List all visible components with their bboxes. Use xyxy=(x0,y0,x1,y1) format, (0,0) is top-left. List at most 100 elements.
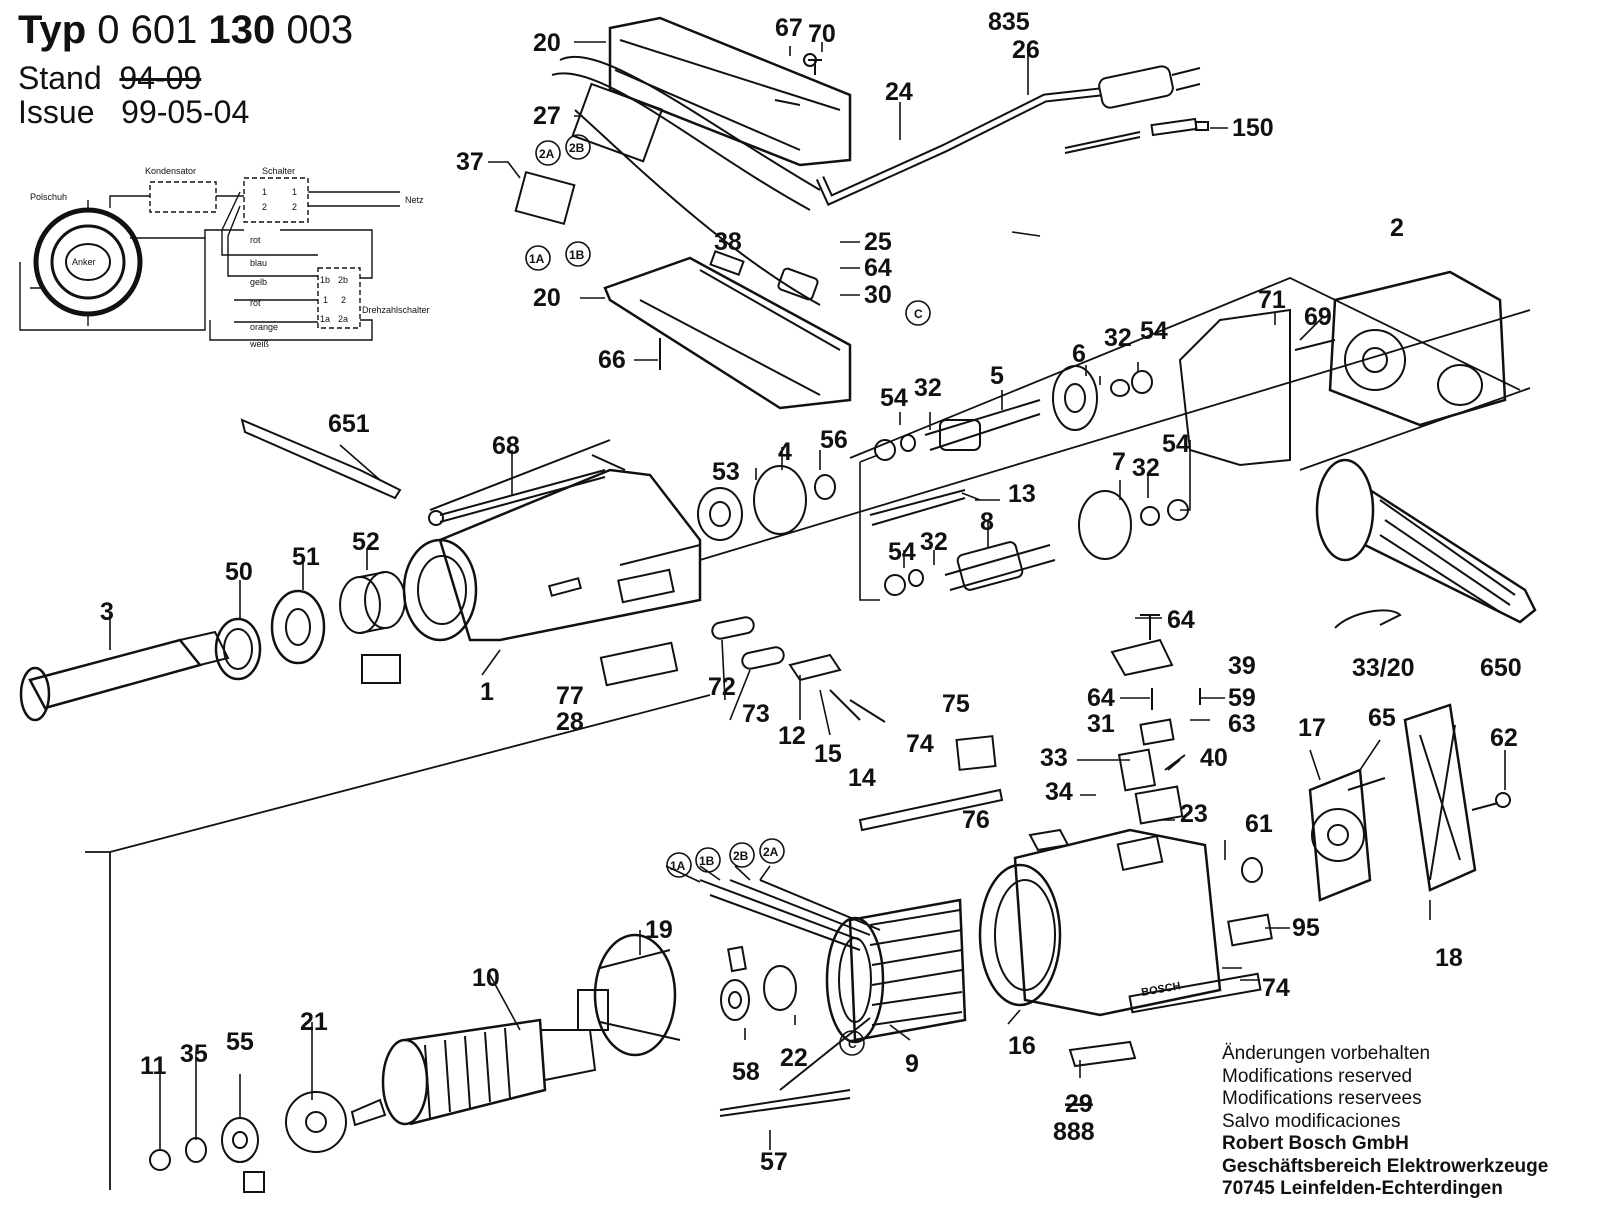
rotor-assembly xyxy=(149,933,797,1193)
terminal-6: 2b xyxy=(338,275,348,285)
part-label-1: 1 xyxy=(480,678,494,706)
type-part-1: 0 601 xyxy=(97,8,198,52)
terminal-5: 1b xyxy=(320,275,330,285)
part-label-6: 6 xyxy=(1072,340,1086,368)
gear-housing xyxy=(1178,270,1507,467)
part-label-7: 7 xyxy=(1112,448,1126,476)
part-label-30: 30 xyxy=(864,281,892,309)
part-label-835: 835 xyxy=(988,8,1030,36)
part-label-74a: 74 xyxy=(906,730,934,758)
notice-line-6: Geschäftsbereich Elektrowerkzeuge xyxy=(1222,1155,1549,1177)
part-label-24: 24 xyxy=(885,78,913,106)
part-label-26: 26 xyxy=(1012,36,1040,64)
terminal-9: 1a xyxy=(320,314,330,324)
part-label-3320: 33/20 xyxy=(1352,654,1415,682)
part-label-20b: 20 xyxy=(533,284,561,312)
circle-label-1a-top: 1A xyxy=(529,252,545,266)
wire-label-1: rot xyxy=(250,235,261,245)
stator xyxy=(699,879,967,1117)
wire-label-5: orange xyxy=(250,322,278,332)
part-label-32c: 32 xyxy=(1132,454,1160,482)
part-label-75: 75 xyxy=(942,690,970,718)
part-label-72: 72 xyxy=(708,673,736,701)
terminal-3: 2 xyxy=(262,202,267,212)
part-label-51: 51 xyxy=(292,543,320,571)
part-label-33: 33 xyxy=(1040,744,1068,772)
part-label-63: 63 xyxy=(1228,710,1256,738)
part-label-150: 150 xyxy=(1232,114,1274,142)
notice-line-3: Modifications reservees xyxy=(1222,1088,1422,1109)
part-label-54b: 54 xyxy=(880,384,908,412)
part-label-22: 22 xyxy=(780,1044,808,1072)
part-label-27: 27 xyxy=(533,102,561,130)
part-label-17: 17 xyxy=(1298,714,1326,742)
part-label-61: 61 xyxy=(1245,810,1273,838)
part-label-10: 10 xyxy=(472,964,500,992)
part-label-53: 53 xyxy=(712,458,740,486)
side-handle xyxy=(1315,458,1537,629)
terminal-4: 2 xyxy=(292,202,297,212)
part-label-64a: 64 xyxy=(864,254,892,282)
wiring-diagram xyxy=(19,177,400,341)
stand-value: 94-09 xyxy=(119,60,202,96)
anker-label: Anker xyxy=(72,257,96,267)
part-label-68: 68 xyxy=(492,432,520,460)
terminal-10: 2a xyxy=(338,314,348,324)
wiring-labels: Kondensator Schalter Polschuh Anker Netz… xyxy=(30,166,430,349)
part-label-9: 9 xyxy=(905,1050,919,1078)
part-label-31: 31 xyxy=(1087,710,1115,738)
rear-cover-parts xyxy=(1241,703,1511,902)
part-label-38: 38 xyxy=(714,228,742,256)
switch-parts xyxy=(599,616,886,723)
part-label-16: 16 xyxy=(1008,1032,1036,1060)
part-label-651: 651 xyxy=(328,410,370,438)
terminal-2: 1 xyxy=(292,187,297,197)
part-label-64b: 64 xyxy=(1167,606,1195,634)
modification-notice: Änderungen vorbehalten Modifications res… xyxy=(1222,1043,1548,1201)
part-label-650: 650 xyxy=(1480,654,1522,682)
part-label-73: 73 xyxy=(742,700,770,728)
stand-line: Stand 94-09 xyxy=(18,60,201,97)
callout-circles xyxy=(525,134,931,1056)
part-label-18: 18 xyxy=(1435,944,1463,972)
wire-label-2: blau xyxy=(250,258,267,268)
circle-label-1b-bottom: 1B xyxy=(699,854,715,868)
circle-label-c-bottom: C xyxy=(848,1037,857,1051)
part-label-50: 50 xyxy=(225,558,253,586)
circle-label-1a-bottom: 1A xyxy=(670,859,686,873)
part-label-4: 4 xyxy=(778,438,792,466)
part-label-67: 67 xyxy=(775,14,803,42)
part-label-56: 56 xyxy=(820,426,848,454)
part-label-74b: 74 xyxy=(1262,974,1290,1002)
polschuh-label: Polschuh xyxy=(30,192,67,202)
part-label-12: 12 xyxy=(778,722,806,750)
part-label-888: 888 xyxy=(1053,1118,1095,1146)
stand-label: Stand xyxy=(18,60,102,96)
notice-line-4: Salvo modificaciones xyxy=(1222,1110,1401,1132)
notice-line-1: Änderungen vorbehalten xyxy=(1222,1043,1431,1064)
part-label-34: 34 xyxy=(1045,778,1073,806)
part-label-28: 28 xyxy=(556,708,584,736)
type-part-2: 130 xyxy=(208,8,276,52)
part-label-77: 77 xyxy=(556,682,584,710)
handle-assembly xyxy=(514,16,852,410)
power-cord xyxy=(815,65,1209,206)
part-label-3: 3 xyxy=(100,598,114,626)
part-label-20a: 20 xyxy=(533,29,561,57)
brand-plate-text: BOSCH xyxy=(1140,980,1181,999)
part-label-52: 52 xyxy=(352,528,380,556)
part-label-65: 65 xyxy=(1368,704,1396,732)
motor-housing xyxy=(978,828,1273,1068)
part-label-5: 5 xyxy=(990,362,1004,390)
part-label-32b: 32 xyxy=(914,374,942,402)
part-label-58: 58 xyxy=(732,1058,760,1086)
part-label-55: 55 xyxy=(226,1028,254,1056)
part-label-59: 59 xyxy=(1228,684,1256,712)
part-label-19: 19 xyxy=(645,916,673,944)
part-label-11: 11 xyxy=(140,1052,167,1080)
part-label-13: 13 xyxy=(1008,480,1036,508)
issue-label: Issue xyxy=(18,94,95,130)
circle-label-2a-top: 2A xyxy=(539,147,555,161)
part-label-39: 39 xyxy=(1228,652,1256,680)
